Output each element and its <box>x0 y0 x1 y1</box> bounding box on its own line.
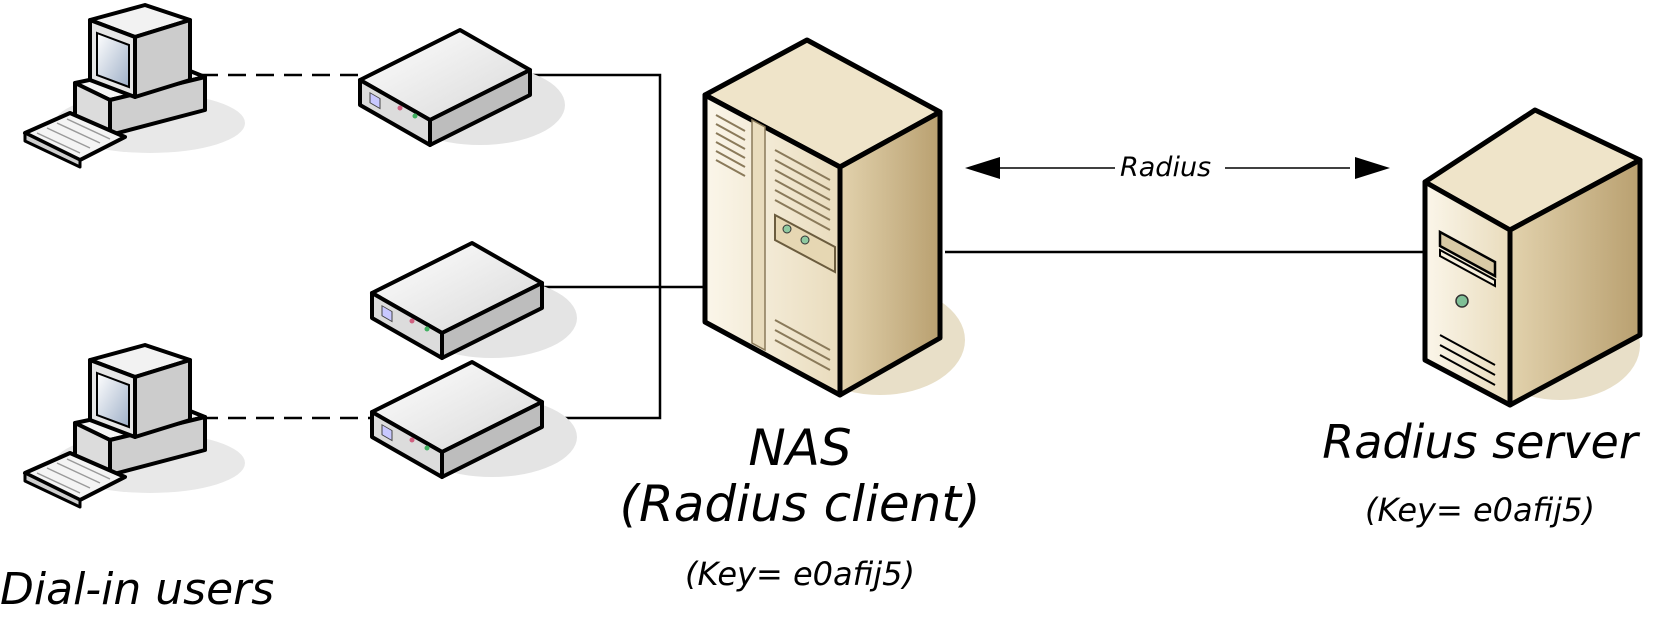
connections <box>200 73 1425 420</box>
radius-server-icon <box>1422 107 1643 408</box>
arrow-left-head <box>965 157 1000 179</box>
modem-icon <box>370 360 577 479</box>
radius-arrow <box>965 157 1390 179</box>
nas-subtitle: (Radius client) <box>619 475 981 533</box>
modem-icon <box>370 241 577 360</box>
radius-server-title: Radius server <box>1322 415 1638 469</box>
modem-bus <box>530 73 662 420</box>
radius-link-label: Radius <box>1118 152 1214 184</box>
computer-icon <box>23 3 245 169</box>
modem-icon <box>358 28 565 147</box>
arrow-right-head <box>1355 157 1390 179</box>
nas-server-icon <box>702 37 965 398</box>
nas-title: NAS <box>748 419 852 477</box>
nas-key-label: (Key= e0afij5) <box>685 555 915 593</box>
radius-server-key-label: (Key= e0afij5) <box>1365 491 1595 529</box>
dialin-users-label: Dial-in users <box>0 564 275 615</box>
computer-icon <box>23 343 245 509</box>
